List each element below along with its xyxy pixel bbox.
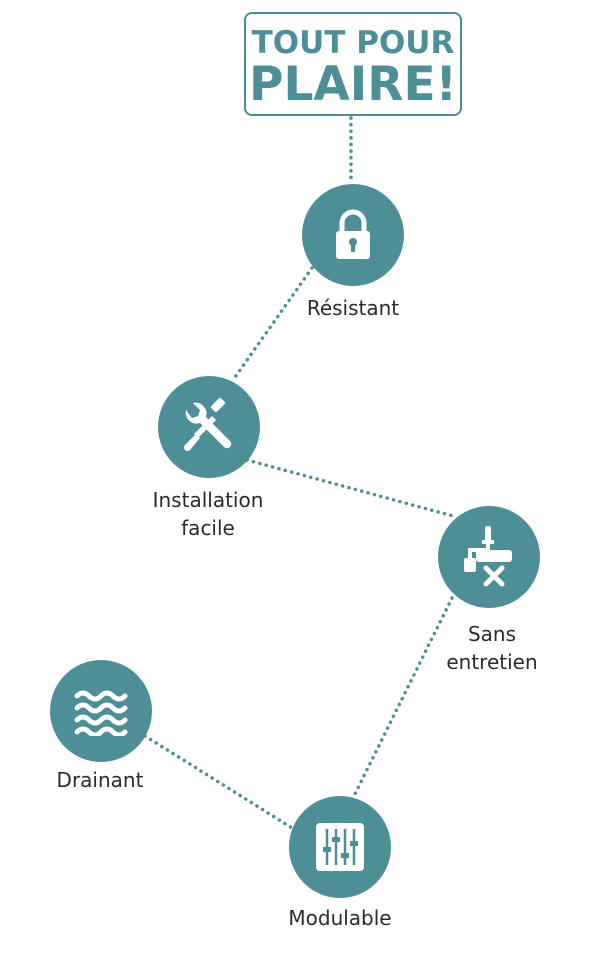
node-sans-entretien bbox=[438, 506, 540, 608]
label-modulable: Modulable bbox=[288, 906, 392, 930]
sliders-icon bbox=[316, 823, 364, 871]
label-sans-entretien: Sans entretien bbox=[446, 622, 538, 674]
paint-roller-crossed-icon bbox=[464, 526, 512, 587]
connector-installation-sans-entretien bbox=[245, 458, 455, 518]
node-resistant bbox=[302, 184, 404, 286]
label-drainant: Drainant bbox=[56, 768, 144, 792]
title-box: TOUT POUR PLAIRE! bbox=[244, 12, 462, 116]
padlock-icon bbox=[336, 209, 370, 259]
connector-sans-entretien-modulable bbox=[351, 596, 454, 800]
title-line-2: PLAIRE! bbox=[249, 57, 457, 112]
waves-icon bbox=[74, 690, 128, 736]
title-line-1: TOUT POUR bbox=[251, 25, 455, 61]
connector-resistant-installation bbox=[231, 266, 314, 382]
label-resistant: Résistant bbox=[306, 296, 400, 320]
node-installation-facile bbox=[158, 376, 260, 478]
node-modulable bbox=[289, 796, 391, 898]
wrench-screwdriver-icon bbox=[183, 398, 232, 452]
label-installation-facile: Installation facile bbox=[152, 488, 264, 540]
connector-drainant-modulable bbox=[143, 734, 294, 830]
node-drainant bbox=[50, 660, 152, 762]
